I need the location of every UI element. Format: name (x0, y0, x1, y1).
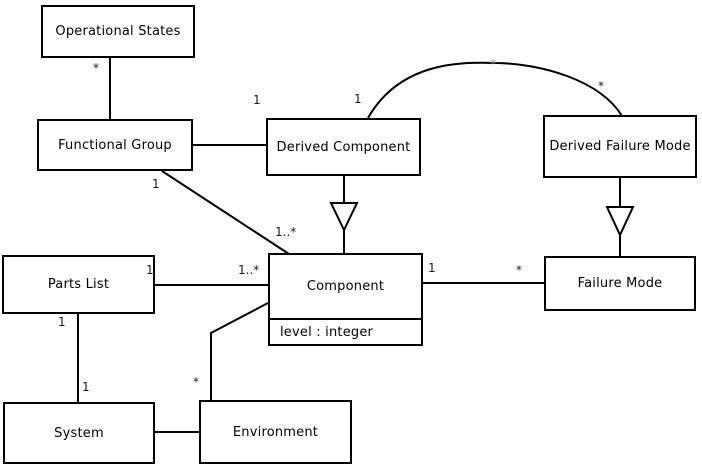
multiplicity-label-arc-apex: * (490, 57, 496, 71)
multiplicity-label-comp-fg: 1..* (275, 225, 297, 239)
multiplicity-label-fg-dc: 1 (253, 93, 261, 107)
multiplicity-label-fg-comp: 1 (152, 177, 160, 191)
class-name-failure-mode: Failure Mode (577, 276, 663, 291)
multiplicity-label-dc-arc: 1 (354, 92, 362, 106)
class-attribute: level : integer (280, 324, 374, 340)
class-name-functional-group: Functional Group (58, 137, 172, 153)
class-box-derived-component[interactable]: Derived Component (266, 118, 421, 176)
class-box-failure-mode[interactable]: Failure Mode (544, 256, 696, 311)
multiplicity-label-comp-fm-1: 1 (428, 261, 436, 275)
class-box-system[interactable]: System (3, 402, 155, 464)
generalization-arrow-triangle-derived-failure-mode (605, 206, 635, 238)
multiplicity-label-env-comp: * (193, 375, 199, 389)
multiplicity-label-pl-comp-n: 1..* (238, 263, 260, 277)
class-name-parts-list: Parts List (47, 277, 110, 292)
multiplicity-label-pl-sys-bot: 1 (82, 380, 90, 394)
generalization-arrow-triangle-derived-component (329, 202, 359, 233)
class-name-component: Component (306, 279, 385, 294)
edge-derived-component-to-derived-failure-mode (367, 61, 623, 119)
class-box-operational-states[interactable]: Operational States (41, 5, 195, 58)
class-box-derived-failure-mode[interactable]: Derived Failure Mode (543, 115, 697, 178)
edge-component-to-environment (210, 302, 269, 400)
class-box-environment[interactable]: Environment (199, 400, 352, 464)
class-box-parts-list[interactable]: Parts List (2, 255, 155, 314)
class-box-functional-group[interactable]: Functional Group (37, 119, 193, 171)
class-name-operational-states: Operational States (55, 24, 181, 39)
class-name-derived-failure-mode: Derived Failure Mode (549, 139, 691, 154)
class-attributes-component: level : integer (270, 318, 421, 344)
edge-functional-group-to-component (161, 170, 290, 255)
multiplicity-label-pl-sys-top: 1 (58, 315, 66, 329)
multiplicity-label-dfm-arc: * (598, 79, 604, 93)
multiplicity-label-fm-comp-n: * (516, 263, 522, 277)
multiplicity-label-op-states-fg: * (93, 61, 99, 75)
class-name-derived-component: Derived Component (276, 139, 411, 155)
multiplicity-label-pl-comp-1: 1 (146, 263, 154, 277)
class-name-environment: Environment (232, 424, 319, 440)
class-name-system: System (54, 425, 104, 441)
class-box-component[interactable]: Component level : integer (268, 253, 423, 346)
